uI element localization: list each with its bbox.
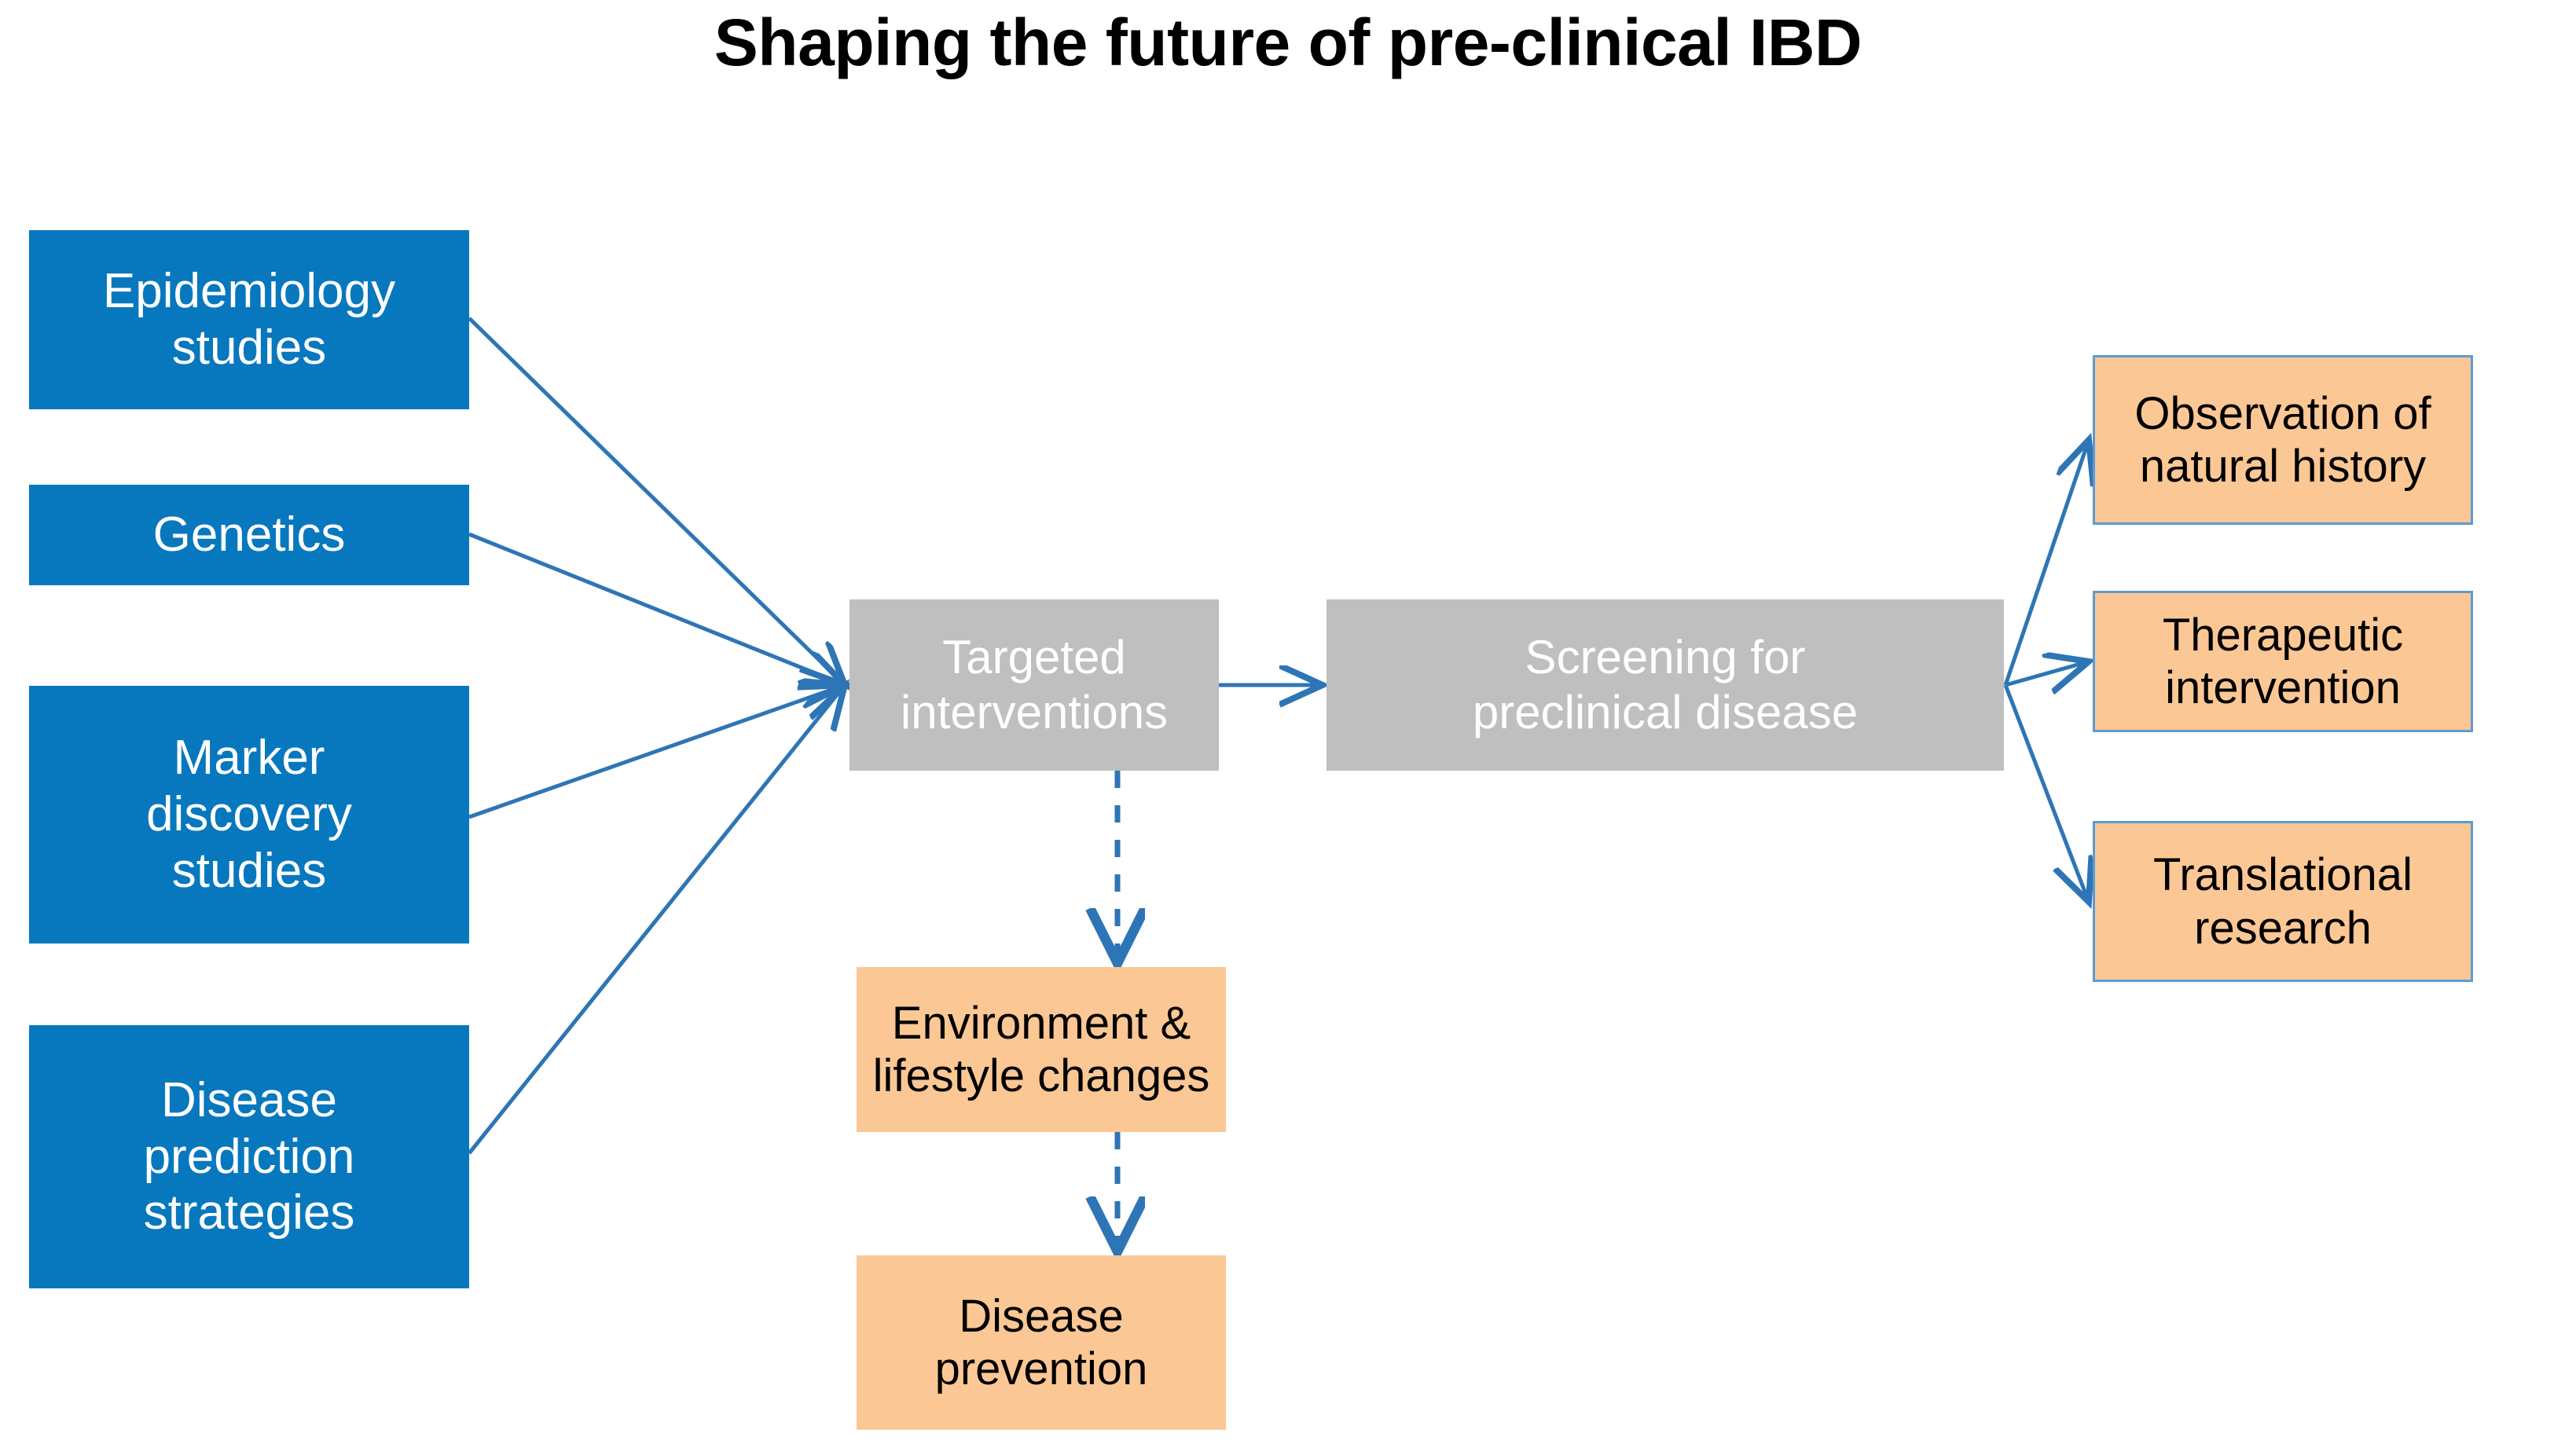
node-label: Marker discovery studies [146,731,352,898]
node-label: Genetics [152,507,346,562]
node-label: Targeted interventions [900,631,1169,738]
edge-screening-to-observation [2003,440,2089,686]
node-targeted-interventions[interactable]: Targeted interventions [849,599,1219,771]
node-genetics[interactable]: Genetics [29,485,469,585]
node-label: Therapeutic intervention [2162,609,2404,713]
node-disease-prediction-strategies[interactable]: Disease prediction strategies [29,1025,469,1288]
node-label: Disease prediction strategies [143,1072,355,1240]
node-marker-discovery-studies[interactable]: Marker discovery studies [29,686,469,944]
node-translational-research[interactable]: Translational research [2093,821,2473,982]
node-label: Translational research [2153,849,2413,954]
node-screening-for-preclinical-disease[interactable]: Screening for preclinical disease [1327,599,2004,771]
node-label: Disease prevention [934,1290,1148,1394]
node-epidemiology-studies[interactable]: Epidemiology studies [29,230,469,409]
node-label: Environment & lifestyle changes [872,997,1210,1101]
page-title: Shaping the future of pre-clinical IBD [714,5,1862,79]
node-label: Epidemiology studies [102,264,396,375]
edge-screening-to-therapeutic [2005,661,2089,685]
edge-marker-to-targeted [468,685,845,819]
edge-epidemiology-to-targeted [468,317,845,685]
node-disease-prevention[interactable]: Disease prevention [857,1255,1226,1430]
node-therapeutic-intervention[interactable]: Therapeutic intervention [2093,591,2473,732]
edge-prediction-to-targeted [468,685,845,1155]
node-label: Screening for preclinical disease [1472,631,1859,738]
node-environment-lifestyle-changes[interactable]: Environment & lifestyle changes [857,967,1226,1132]
edge-screening-to-translational [2003,684,2089,902]
node-observation-of-natural-history[interactable]: Observation of natural history [2093,355,2473,525]
edge-genetics-to-targeted [468,532,845,685]
node-label: Observation of natural history [2134,387,2431,492]
